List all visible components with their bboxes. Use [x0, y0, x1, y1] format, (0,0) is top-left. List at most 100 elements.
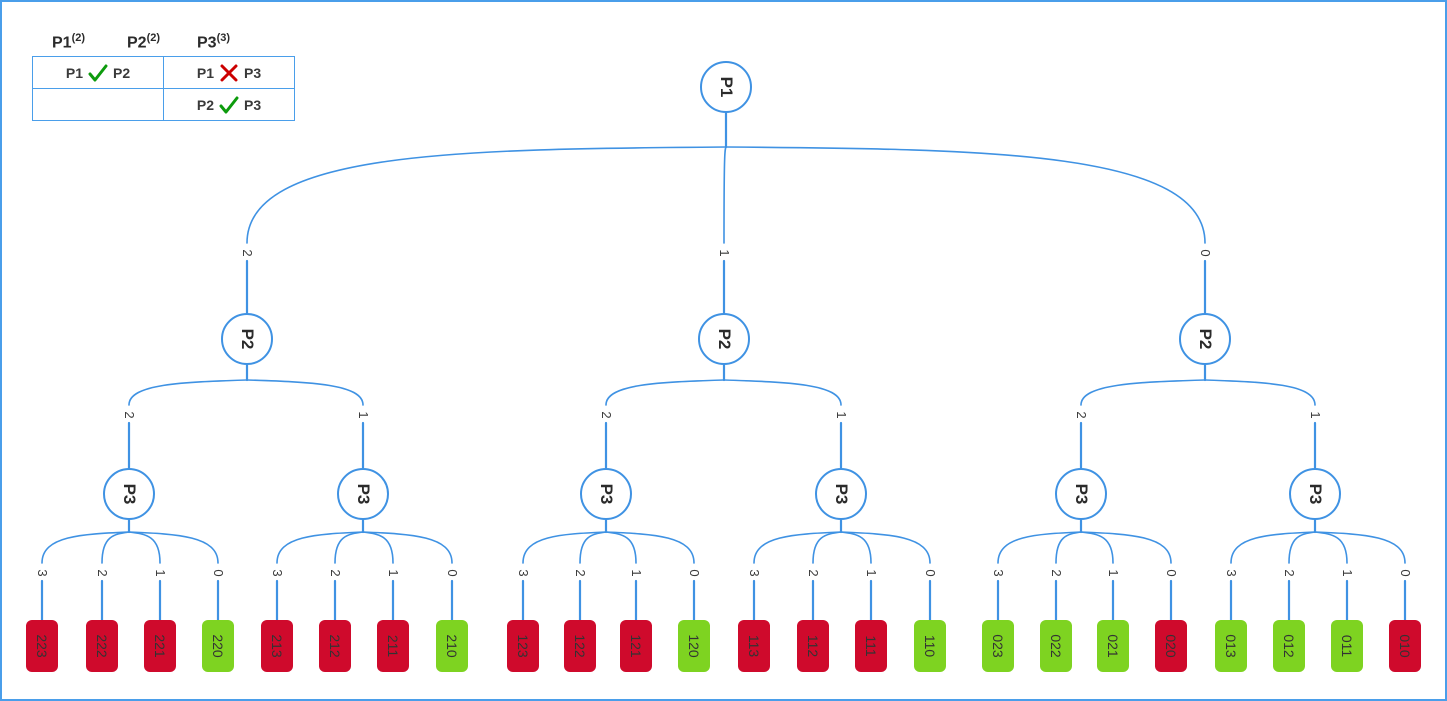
legend-row: P2 P3: [32, 88, 295, 121]
node-label: P2: [715, 328, 734, 350]
edge-label: 0: [1398, 569, 1413, 577]
leaf-node-023[interactable]: 023: [982, 620, 1014, 672]
edge-label: 0: [687, 569, 702, 577]
decision-node-p2-2[interactable]: P2: [1179, 313, 1231, 365]
leaf-node-011[interactable]: 011: [1331, 620, 1363, 672]
edge-label: 1: [717, 249, 732, 257]
legend-cell-right-label: P2: [113, 64, 131, 81]
node-label: P3: [354, 483, 373, 505]
edge-label: 1: [1340, 569, 1355, 577]
edge-label: 1: [834, 411, 849, 419]
edge-label: 2: [1074, 411, 1089, 419]
decision-node-p3-5[interactable]: P3: [1289, 468, 1341, 520]
edge-label: 0: [445, 569, 460, 577]
edge-label: 2: [122, 411, 137, 419]
leaf-node-021[interactable]: 021: [1097, 620, 1129, 672]
leaf-node-113[interactable]: 113: [738, 620, 770, 672]
leaf-node-221[interactable]: 221: [144, 620, 176, 672]
leaf-node-212[interactable]: 212: [319, 620, 351, 672]
edge-label: 3: [35, 569, 50, 577]
leaf-node-120[interactable]: 120: [678, 620, 710, 672]
leaf-node-022[interactable]: 022: [1040, 620, 1072, 672]
legend-cell-p2-p3: P2 P3: [163, 88, 295, 121]
legend-cell-p1-p3: P1 P3: [163, 56, 295, 89]
legend-cell-left-label: P1: [196, 64, 214, 81]
leaf-node-010[interactable]: 010: [1389, 620, 1421, 672]
leaf-label: 112: [805, 634, 821, 658]
leaf-label: 212: [327, 634, 343, 658]
decision-node-p3-3[interactable]: P3: [815, 468, 867, 520]
decision-node-p2-1[interactable]: P2: [698, 313, 750, 365]
leaf-label: 213: [269, 634, 285, 658]
edge-label: 1: [1308, 411, 1323, 419]
leaf-node-220[interactable]: 220: [202, 620, 234, 672]
node-label: P2: [238, 328, 257, 350]
node-label: P3: [120, 483, 139, 505]
legend-row: P1 P2 P1 P3: [32, 56, 295, 89]
leaf-label: 022: [1048, 634, 1064, 658]
node-label: P2: [1196, 328, 1215, 350]
edge-label: 1: [356, 411, 371, 419]
edge-label: 3: [516, 569, 531, 577]
edge-label: 0: [1198, 249, 1213, 257]
edge-label: 0: [923, 569, 938, 577]
cross-icon: [218, 63, 240, 83]
check-icon: [87, 63, 109, 83]
leaf-label: 021: [1105, 634, 1121, 658]
leaf-node-110[interactable]: 110: [914, 620, 946, 672]
edge-label: 2: [240, 249, 255, 257]
edge-label: 0: [1164, 569, 1179, 577]
decision-node-p3-0[interactable]: P3: [103, 468, 155, 520]
edge-label: 2: [573, 569, 588, 577]
leaf-node-223[interactable]: 223: [26, 620, 58, 672]
legend-cell-left-label: P2: [196, 96, 214, 113]
leaf-label: 010: [1397, 634, 1413, 658]
leaf-node-012[interactable]: 012: [1273, 620, 1305, 672]
leaf-node-013[interactable]: 013: [1215, 620, 1247, 672]
legend-property-p1: P1(2): [52, 32, 86, 52]
decision-node-p3-1[interactable]: P3: [337, 468, 389, 520]
leaf-node-122[interactable]: 122: [564, 620, 596, 672]
node-label: P3: [597, 483, 616, 505]
edge-label: 1: [864, 569, 879, 577]
decision-node-p3-2[interactable]: P3: [580, 468, 632, 520]
leaf-label: 222: [94, 634, 110, 658]
legend-cell-right-label: P3: [244, 64, 262, 81]
legend-cell-empty: [32, 88, 164, 121]
decision-node-p1[interactable]: P1: [700, 61, 752, 113]
leaf-node-210[interactable]: 210: [436, 620, 468, 672]
edge-label: 3: [1224, 569, 1239, 577]
leaf-node-123[interactable]: 123: [507, 620, 539, 672]
leaf-node-211[interactable]: 211: [377, 620, 409, 672]
edge-label: 2: [599, 411, 614, 419]
edge-label: 2: [328, 569, 343, 577]
legend-cell-p1-p2: P1 P2: [32, 56, 164, 89]
leaf-node-213[interactable]: 213: [261, 620, 293, 672]
edge-label: 2: [1049, 569, 1064, 577]
decision-node-p2-0[interactable]: P2: [221, 313, 273, 365]
leaf-node-112[interactable]: 112: [797, 620, 829, 672]
leaf-node-121[interactable]: 121: [620, 620, 652, 672]
leaf-node-020[interactable]: 020: [1155, 620, 1187, 672]
leaf-label: 120: [686, 634, 702, 658]
leaf-label: 020: [1163, 634, 1179, 658]
leaf-node-111[interactable]: 111: [855, 620, 887, 672]
edge-label: 2: [95, 569, 110, 577]
leaf-node-222[interactable]: 222: [86, 620, 118, 672]
legend-cell-right-label: P3: [244, 96, 262, 113]
edge-label: 1: [386, 569, 401, 577]
node-label: P1: [717, 76, 736, 98]
decision-node-p3-4[interactable]: P3: [1055, 468, 1107, 520]
legend: P1(2) P2(2) P3(3) P1 P2: [32, 16, 295, 121]
edge-label: 1: [629, 569, 644, 577]
edge-label: 0: [211, 569, 226, 577]
legend-cell-left-label: P1: [65, 64, 83, 81]
edge-label: 3: [991, 569, 1006, 577]
node-label: P3: [1072, 483, 1091, 505]
leaf-label: 221: [152, 634, 168, 658]
legend-table: P1 P2 P1 P3: [32, 56, 295, 121]
leaf-label: 111: [863, 635, 879, 657]
leaf-label: 123: [515, 634, 531, 658]
